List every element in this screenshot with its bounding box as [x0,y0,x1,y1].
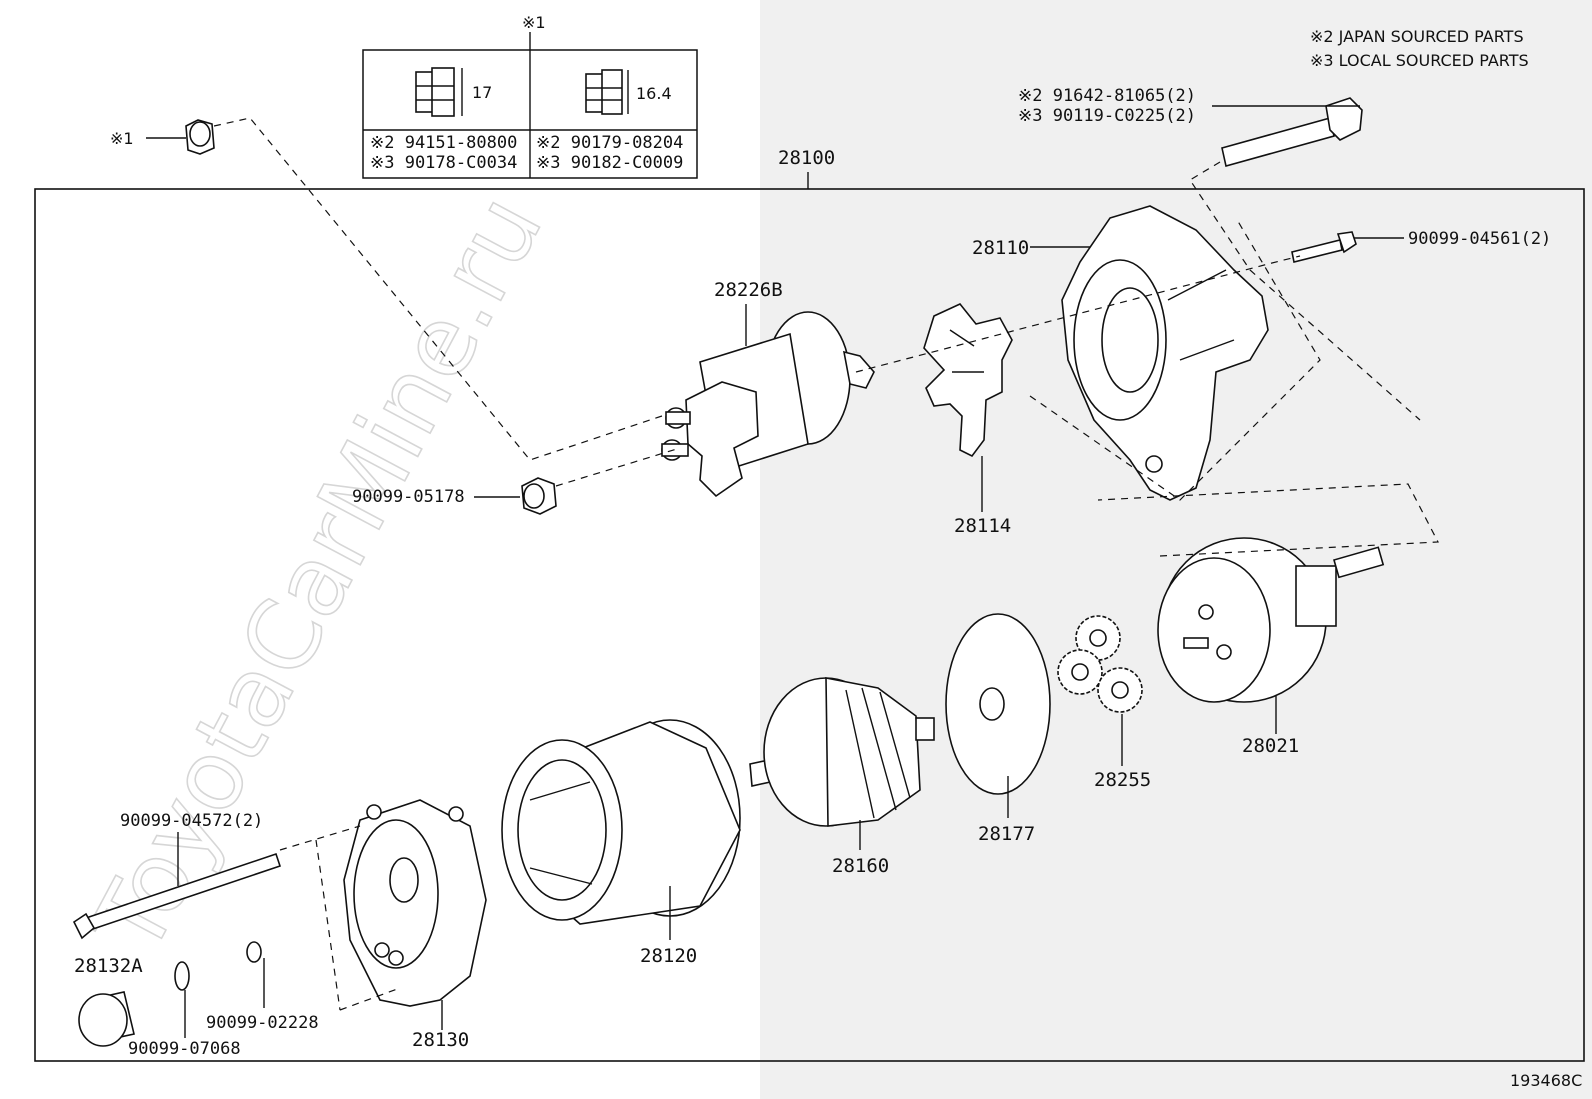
nut-16-4-icon [585,69,629,115]
illustration-id: 193468C [1510,1071,1582,1090]
yoke [501,719,741,940]
watermark: ToyotaCarMine.ru [71,178,564,972]
mark1-note: ※1 [522,13,546,32]
nut-part-local-left: ※3 90178-C0034 [370,153,517,173]
nut-part-jp-left: ※2 94151-80800 [370,133,517,153]
label-28114: 28114 [954,515,1011,537]
mark1-callout: ※1 [110,129,134,148]
nut-small [474,477,557,515]
label-90099-05178: 90099-05178 [352,487,465,507]
label-28130: 28130 [412,1029,469,1051]
nut-mark1 [146,119,215,155]
plate [945,613,1051,818]
nut-dim-left: 17 [472,83,492,102]
label-28226b: 28226B [714,279,783,301]
nut-dim-right: 16.4 [636,84,672,103]
solenoid [661,304,875,498]
label-28110: 28110 [972,237,1029,259]
screw-top [1291,231,1404,263]
shaded-background [760,0,1592,1099]
label-bolt-jp: ※2 91642-81065(2) [1018,86,1196,106]
nut-part-jp-right: ※2 90179-08204 [536,133,683,153]
end-frame [343,799,487,1030]
label-90099-07068: 90099-07068 [128,1039,241,1059]
label-28100: 28100 [778,147,835,169]
label-28120: 28120 [640,945,697,967]
nut-part-local-right: ※3 90182-C0009 [536,153,683,173]
housing [1030,205,1269,501]
label-28177: 28177 [978,823,1035,845]
cap [78,991,135,1047]
washer-b [246,941,265,1008]
long-bolt [1212,97,1363,167]
through-bolt [72,832,282,940]
label-28021: 28021 [1242,735,1299,757]
label-bolt-local: ※3 90119-C0225(2) [1018,106,1196,126]
armature [749,677,935,850]
nut-table [362,32,698,179]
local-note: ※3 LOCAL SOURCED PARTS [1310,51,1529,70]
label-28255: 28255 [1094,769,1151,791]
shift-lever [923,303,1013,512]
clutch [1157,537,1385,734]
label-28160: 28160 [832,855,889,877]
washer-a [174,961,190,1038]
label-90099-04572: 90099-04572(2) [120,811,263,831]
label-90099-02228: 90099-02228 [206,1013,319,1033]
label-28132a: 28132A [74,955,143,977]
label-90099-04561: 90099-04561(2) [1408,229,1551,249]
planetary-gears [1057,615,1143,766]
assembly-frame [34,188,1585,1062]
japan-note: ※2 JAPAN SOURCED PARTS [1310,27,1524,46]
nut-17-icon [415,67,463,117]
